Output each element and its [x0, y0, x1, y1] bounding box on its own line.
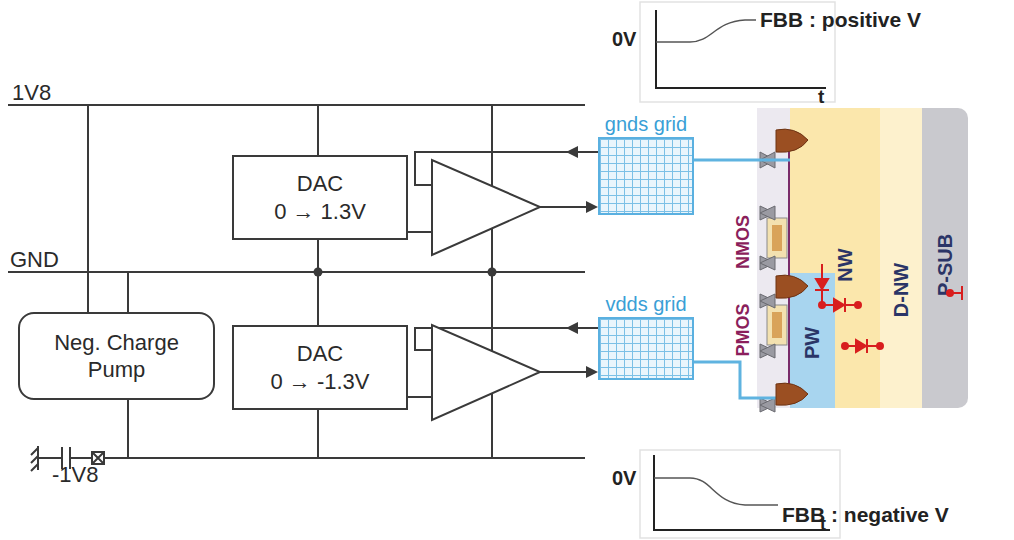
node-label: NW: [834, 248, 857, 281]
node-label: vdds grid: [598, 292, 694, 316]
node-label: P-SUB: [934, 234, 957, 296]
grid-mesh: [598, 137, 694, 215]
supply-grid: gnds grid: [598, 112, 694, 215]
supply-grid: vdds grid: [598, 292, 694, 380]
well-region: NW PW: [790, 108, 880, 408]
block-title: DAC: [297, 340, 343, 368]
grid-mesh: [598, 317, 694, 380]
block-title: DAC: [297, 170, 343, 198]
annotation-label: GND: [10, 247, 59, 272]
charge-pump-box: Neg. Charge Pump: [18, 312, 215, 400]
node-label: PW: [801, 327, 824, 359]
annotation-label: 0V: [612, 467, 636, 490]
annotation-label: -1V8: [52, 462, 98, 487]
node-label: 0 → -1.3V: [270, 368, 369, 396]
annotation-label: 1V8: [12, 80, 51, 105]
node-label: gnds grid: [598, 112, 694, 136]
junction-dot: [314, 268, 497, 277]
dac-box: DAC0 → 1.3V: [232, 155, 408, 240]
well-region: PW: [790, 273, 835, 408]
device-label: NMOS: [733, 215, 754, 269]
dac-box: DAC0 → -1.3V: [232, 325, 408, 410]
node-label: 0 → 1.3V: [274, 198, 366, 226]
substrate-region: P-SUB: [922, 108, 968, 408]
opamp-symbol: [432, 160, 540, 420]
supply-wires: [8, 105, 598, 458]
annotation-label: FBB : negative V: [782, 503, 949, 527]
node-label: Neg. Charge Pump: [30, 329, 203, 384]
device-label: PMOS: [733, 303, 754, 356]
bias-connection: [694, 362, 790, 398]
arrowhead: [566, 146, 598, 378]
bias-connection: [694, 159, 790, 162]
annotation-label: 0V: [612, 28, 636, 51]
node-label: D-NW: [890, 263, 913, 317]
well-region: D-NW: [880, 108, 922, 408]
annotation-label: t: [818, 86, 824, 108]
transistor-cross-section: [757, 108, 790, 412]
annotation-label: FBB : positive V: [760, 8, 921, 32]
